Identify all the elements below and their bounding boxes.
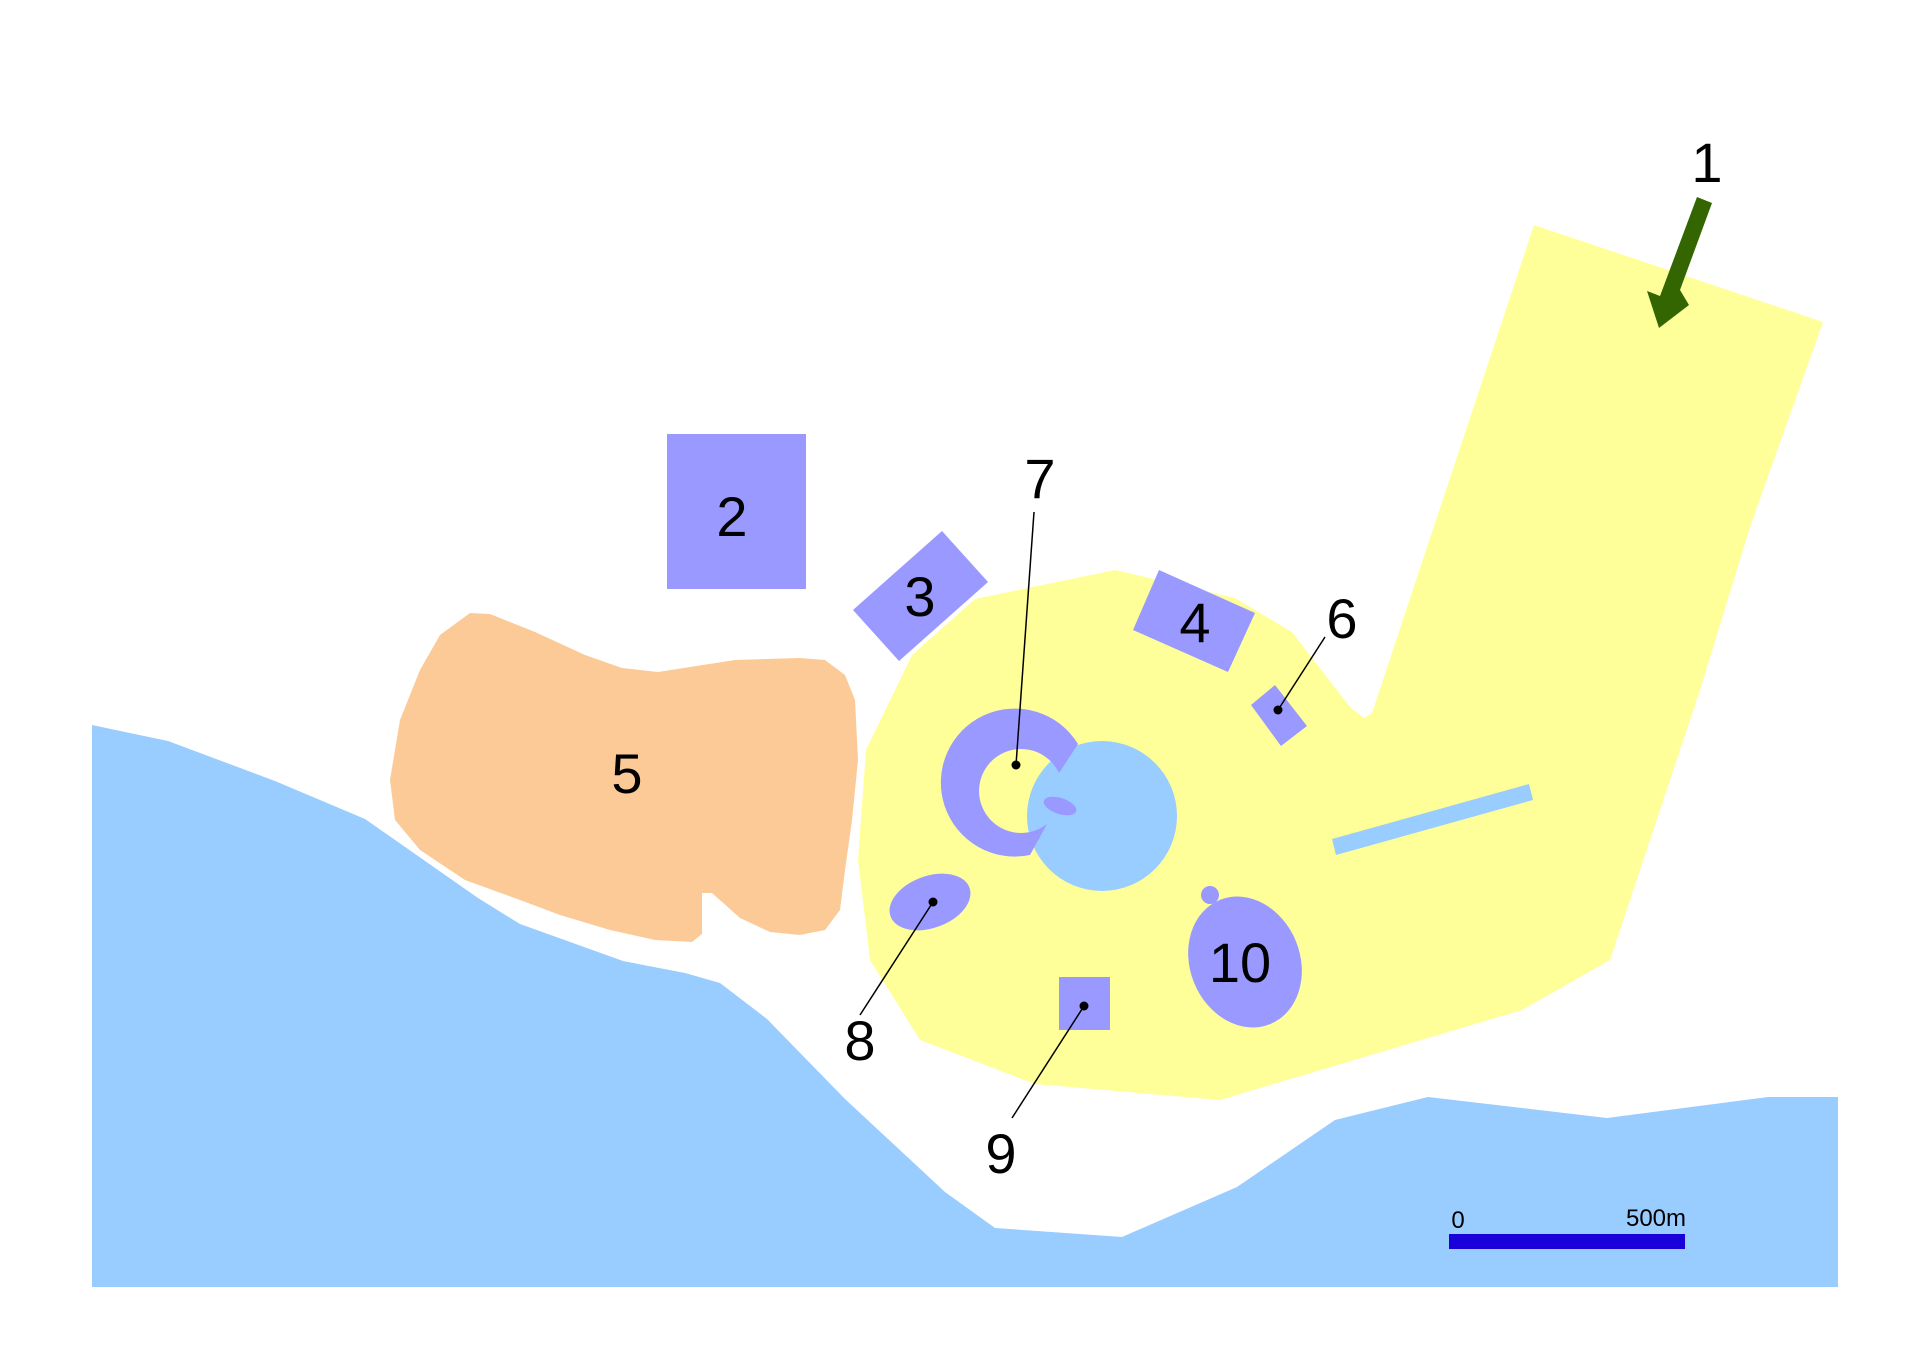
leader-8 — [859, 901, 934, 1016]
leader-dot-9 — [1079, 1001, 1089, 1011]
label-5: 5 — [611, 742, 642, 805]
area-5 — [390, 613, 858, 942]
label-1: 1 — [1691, 131, 1722, 194]
water-body — [92, 725, 1838, 1287]
building-10-annex — [1201, 886, 1219, 904]
pond — [1027, 741, 1177, 891]
leader-dot-6 — [1273, 705, 1283, 715]
label-10: 10 — [1209, 931, 1271, 994]
label-9: 9 — [985, 1122, 1016, 1185]
scale-start-label: 0 — [1451, 1207, 1464, 1234]
building-2 — [667, 434, 806, 589]
leader-9 — [1011, 1005, 1085, 1119]
label-3: 3 — [904, 565, 935, 628]
leader-dot-8 — [928, 897, 938, 907]
label-6: 6 — [1326, 587, 1357, 650]
leader-7 — [1015, 511, 1035, 766]
leader-6 — [1277, 636, 1326, 711]
scale-end-label: 500m — [1626, 1205, 1686, 1232]
small-island — [1043, 796, 1077, 816]
scale-bar — [1449, 1234, 1685, 1249]
structure-7 — [940, 708, 1078, 857]
label-8: 8 — [844, 1009, 875, 1072]
label-2: 2 — [716, 485, 747, 548]
arrow-1-icon — [1647, 197, 1712, 328]
building-6 — [1251, 685, 1307, 746]
building-3 — [853, 531, 988, 661]
leader-dot-7 — [1011, 760, 1021, 770]
building-10 — [1188, 896, 1302, 1028]
label-4: 4 — [1179, 591, 1210, 654]
label-7: 7 — [1024, 447, 1055, 510]
site-area — [858, 225, 1823, 1100]
building-4 — [1133, 570, 1255, 672]
channel — [1332, 784, 1533, 855]
